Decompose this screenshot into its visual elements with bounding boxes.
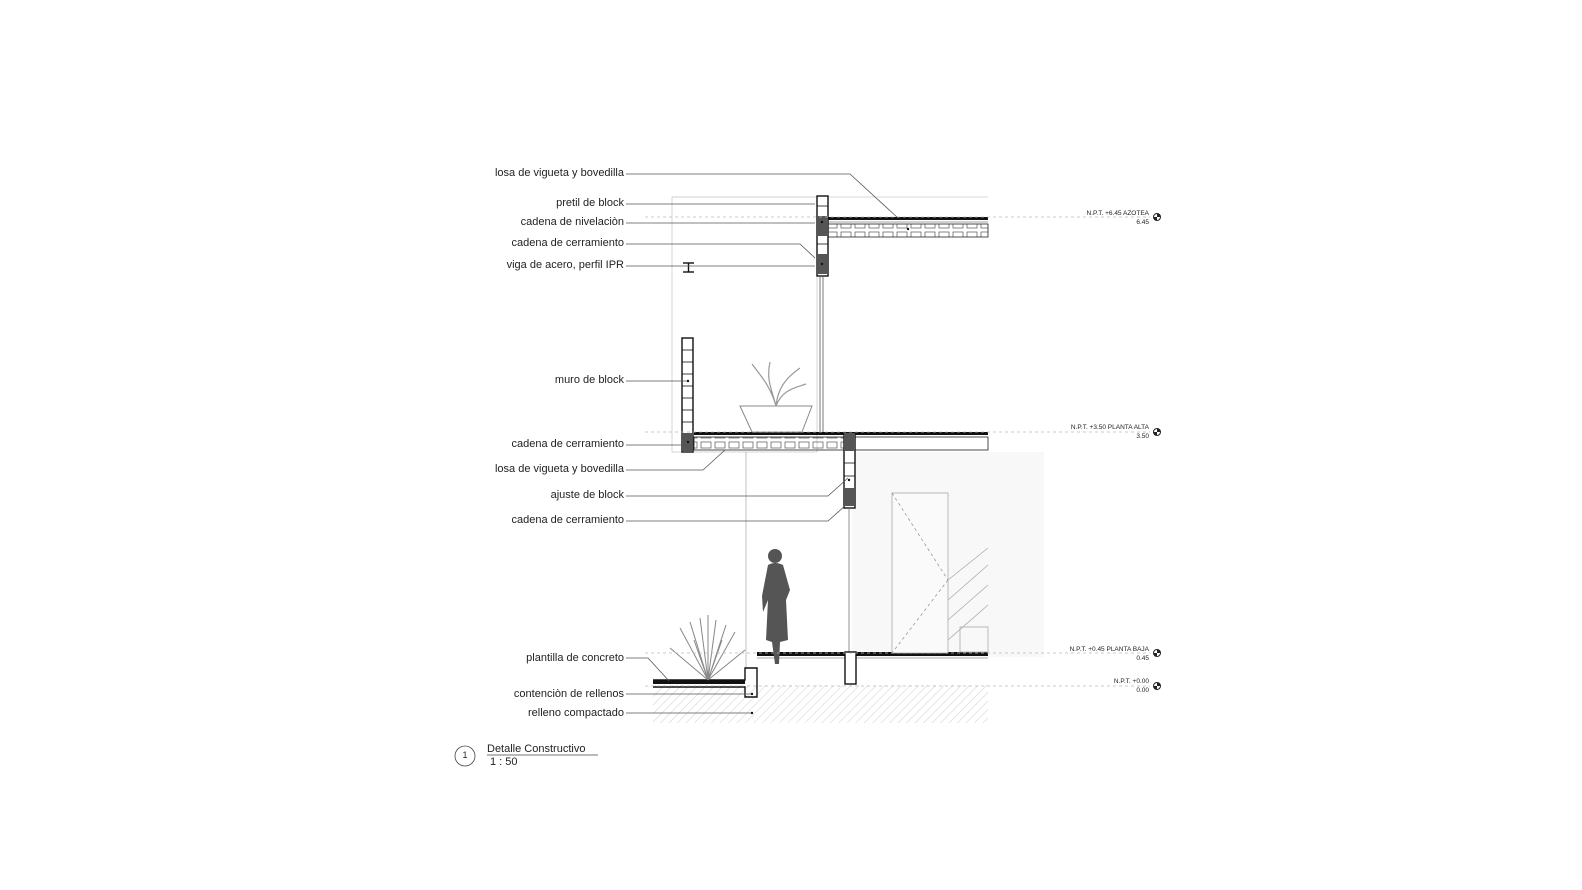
- level-azotea: N.P.T. +6.45 AZOTEA 6.45: [999, 209, 1149, 227]
- ground-floor-slab: [653, 651, 988, 698]
- upper-floor-slab: [693, 432, 989, 451]
- facade-elevation: [891, 492, 989, 654]
- level-azotea-name: N.P.T. +6.45 AZOTEA: [1086, 210, 1149, 217]
- label-losa-azotea: losa de vigueta y bovedilla: [494, 167, 624, 179]
- level-planta-alta-value: 3.50: [1136, 433, 1149, 440]
- detail-title: Detalle Constructivo: [487, 743, 586, 755]
- level-planta-alta-name: N.P.T. +3.50 PLANTA ALTA: [1070, 424, 1149, 431]
- level-planta-baja-name: N.P.T. +0.45 PLANTA BAJA: [1069, 646, 1149, 653]
- plant-pot-icon: [739, 361, 813, 433]
- level-planta-baja: N.P.T. +0.45 PLANTA BAJA 0.45: [999, 645, 1149, 663]
- detail-number-circle: [454, 745, 476, 767]
- steel-beam-icon: [683, 262, 694, 273]
- label-pretil: pretil de block: [556, 197, 624, 209]
- person-silhouette-icon: [762, 549, 790, 664]
- level-planta-alta: N.P.T. +3.50 PLANTA ALTA 3.50: [999, 423, 1149, 441]
- label-cadena-cerramiento-1: cadena de cerramiento: [511, 237, 624, 249]
- label-ajuste: ajuste de block: [550, 489, 624, 501]
- level-zero-name: N.P.T. +0.00: [1113, 678, 1149, 685]
- level-zero-value: 0.00: [1136, 687, 1149, 694]
- level-azotea-value: 6.45: [1136, 219, 1149, 226]
- leader-lines: [626, 173, 899, 714]
- balcony-block-wall: [681, 337, 694, 453]
- roof-parapet-column: [816, 195, 829, 432]
- compacted-fill-hatch: [653, 685, 988, 723]
- detail-number: 1: [462, 750, 468, 760]
- level-marker-icons: [1153, 213, 1161, 690]
- label-contencion: contenciòn de rellenos: [513, 688, 624, 700]
- roof-slab: [826, 217, 989, 238]
- label-cadena-cerramiento-3: cadena de cerramiento: [511, 514, 624, 526]
- label-viga: viga de acero, perfil IPR: [506, 259, 624, 271]
- label-relleno: relleno compactado: [527, 707, 624, 719]
- label-muro: muro de block: [554, 374, 624, 386]
- level-planta-baja-value: 0.45: [1136, 655, 1149, 662]
- label-cadena-cerramiento-2: cadena de cerramiento: [511, 438, 624, 450]
- detail-scale: 1 : 50: [490, 756, 518, 768]
- label-plantilla: plantilla de concreto: [526, 652, 624, 664]
- agave-plant-icon: [669, 615, 746, 681]
- level-zero: N.P.T. +0.00 0.00: [999, 677, 1149, 695]
- label-losa-planta-alta: losa de vigueta y bovedilla: [494, 463, 624, 475]
- central-block-column: [745, 432, 856, 668]
- label-cadena-nivelacion: cadena de nivelaciòn: [520, 216, 624, 228]
- leader-dots: [668, 220, 910, 715]
